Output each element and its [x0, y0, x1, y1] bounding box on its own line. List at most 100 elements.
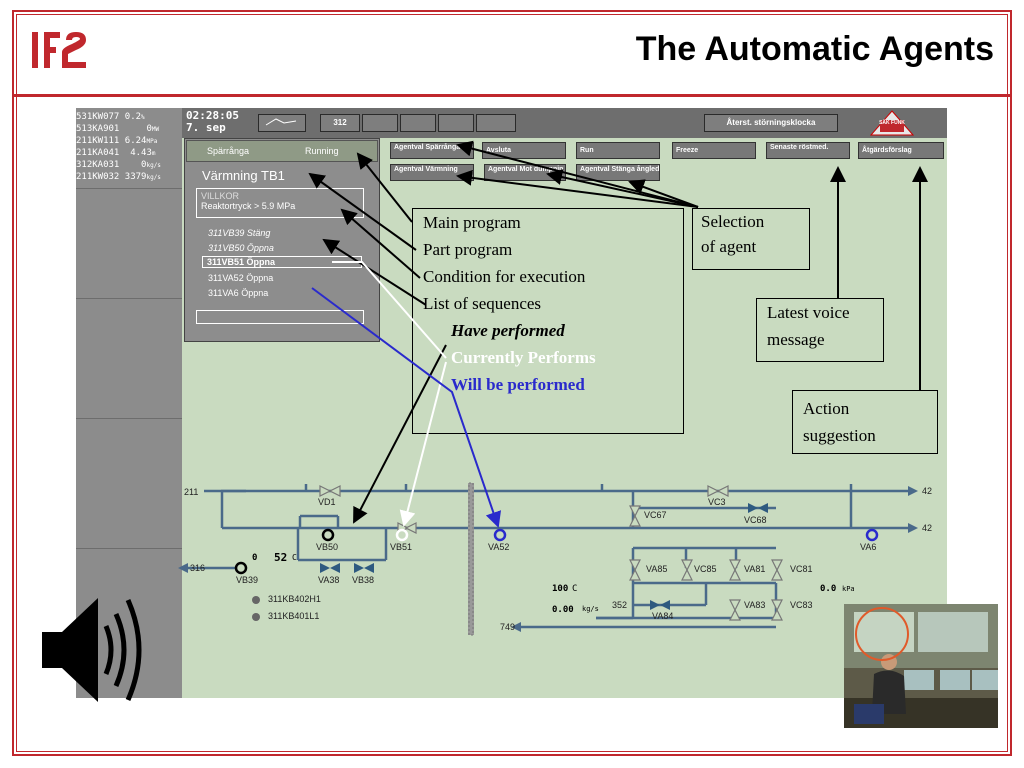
left-panel-cell	[76, 548, 182, 698]
tab-empty[interactable]	[476, 114, 516, 132]
latest-voice-message-button[interactable]: Senaste röstmed.	[766, 142, 850, 159]
slide-frame-outer	[12, 10, 1012, 756]
temp2-value: 100	[552, 584, 569, 594]
flow-value: 0.00	[552, 605, 574, 615]
valve-label: VB38	[352, 575, 375, 585]
valve-label: VC3	[708, 497, 726, 507]
annotation-part-program: Part program	[423, 240, 513, 259]
control-room-photo	[844, 604, 998, 728]
annotation-condition: Condition for execution	[423, 267, 586, 286]
temp1-unit: C	[292, 553, 297, 562]
annotation-main-program: Main program	[423, 213, 521, 232]
valve-label: VA6	[860, 542, 877, 552]
flow-unit: kg/s	[582, 605, 599, 613]
slide-title: The Automatic Agents	[635, 30, 994, 68]
valve-label: VC68	[744, 515, 767, 525]
left-row: 211KW032 3379kg/s	[76, 172, 161, 182]
left-row: 513KA901 0MW	[76, 124, 160, 134]
line-label: 749	[500, 622, 516, 632]
annotation-currently-performs: Currently Performs	[451, 348, 596, 367]
pressure-value: 0.0	[820, 584, 837, 594]
line-label: 316	[190, 563, 206, 573]
tab-empty[interactable]	[362, 114, 398, 132]
selection-line: Selection	[701, 212, 765, 231]
annotation-have-performed: Have performed	[451, 321, 565, 340]
action-suggestion-button[interactable]: Åtgärdsförslag	[858, 142, 944, 159]
temp2-unit: C	[572, 584, 578, 594]
valve-label: VC67	[644, 510, 667, 520]
valve-label: VC85	[694, 564, 717, 574]
valve-label: VB50	[316, 542, 339, 552]
trend-icon[interactable]	[258, 114, 306, 132]
valve-label: VB51	[390, 542, 413, 552]
run-button[interactable]: Run	[576, 142, 660, 159]
sequence-item-performed: 311VB39 Stäng	[208, 228, 271, 238]
condition-label: VILLKOR	[201, 191, 240, 201]
temp-zero: 0	[252, 553, 258, 563]
voice-line: message	[767, 330, 825, 349]
speaker-icon[interactable]	[40, 590, 170, 715]
tab-empty[interactable]	[438, 114, 474, 132]
sequence-title: Värmning TB1	[202, 168, 285, 183]
safety-function-label: SÄK FUNK	[879, 120, 905, 126]
lamp-label: 311KB402H1	[268, 594, 321, 604]
main-annotation-box: Main program Part program Condition for …	[412, 208, 684, 434]
safety-function-button[interactable]: SÄK FUNK	[869, 110, 915, 136]
selection-annotation-box: Selection of agent	[692, 208, 810, 270]
empty-sequence-box	[196, 310, 364, 324]
left-panel-cell	[76, 298, 182, 418]
sequence-item-performed: 311VB50 Öppna	[208, 243, 274, 253]
valve-label: VA81	[744, 564, 766, 574]
valve-label: VA52	[488, 542, 510, 552]
sequence-item-future: 311VA6 Öppna	[208, 288, 269, 298]
pressure-unit: kPa	[842, 585, 855, 593]
valve-label: VB39	[236, 575, 259, 585]
agent-name: Spärrånga	[207, 146, 250, 156]
action-annotation-box: Action suggestion	[792, 390, 938, 454]
sequence-item-future: 311VA52 Öppna	[208, 273, 274, 283]
agent-select-close-steamline-button[interactable]: Agentval Stänga ångledn	[576, 164, 660, 181]
valve-label: VD1	[318, 497, 336, 507]
valve-label: VA84	[652, 611, 674, 621]
voice-line: Latest voice	[767, 303, 850, 322]
left-row: 211KW111 6.24MPa	[76, 136, 158, 146]
tab-312[interactable]: 312	[320, 114, 360, 132]
line-label: 211	[184, 487, 199, 497]
tab-empty[interactable]	[400, 114, 436, 132]
condition-box: VILLKOR Reaktortryck > 5.9 MPa	[196, 188, 364, 218]
action-line: Action	[803, 399, 850, 418]
valve-label: VC83	[790, 600, 813, 610]
slide-frame-inner	[16, 14, 1008, 752]
valve-label: VA85	[646, 564, 668, 574]
agent-select-sparranga-button[interactable]: Agentval Spärrånga	[390, 142, 474, 159]
left-panel-cell	[76, 418, 182, 548]
valve-label: VA83	[744, 600, 766, 610]
process-diagram	[178, 482, 918, 636]
freeze-button[interactable]: Freeze	[672, 142, 756, 159]
action-line: suggestion	[803, 426, 876, 445]
lamp-label: 311KB401L1	[268, 611, 320, 621]
line-label: 352	[612, 600, 628, 610]
terminate-button[interactable]: Avsluta	[482, 142, 566, 159]
valve-label: VC81	[790, 564, 813, 574]
left-panel-cell	[76, 188, 182, 298]
line-label: 42	[922, 486, 933, 496]
ife-logo	[28, 24, 92, 81]
line-label: 42	[922, 523, 933, 533]
selection-line: of agent	[701, 237, 757, 256]
valve-label: VA38	[318, 575, 340, 585]
agent-select-varmning-button[interactable]: Agentval Värmning	[390, 164, 474, 181]
left-row: 211KA041 4.43m	[76, 148, 156, 158]
header-divider	[14, 94, 1010, 97]
reset-disturbance-clock-button[interactable]: Återst. störningsklocka	[704, 114, 838, 132]
agent-status-bar: Spärrånga Running	[186, 140, 378, 162]
temp1-value: 52	[274, 551, 288, 564]
annotation-will-be-performed: Will be performed	[451, 375, 585, 394]
voice-annotation-box: Latest voice message	[756, 298, 884, 362]
annotation-list-of-sequences: List of sequences	[423, 294, 542, 313]
left-row: 531KW077 0.2%	[76, 112, 145, 122]
agent-status: Running	[305, 146, 339, 156]
agent-panel	[184, 138, 380, 342]
